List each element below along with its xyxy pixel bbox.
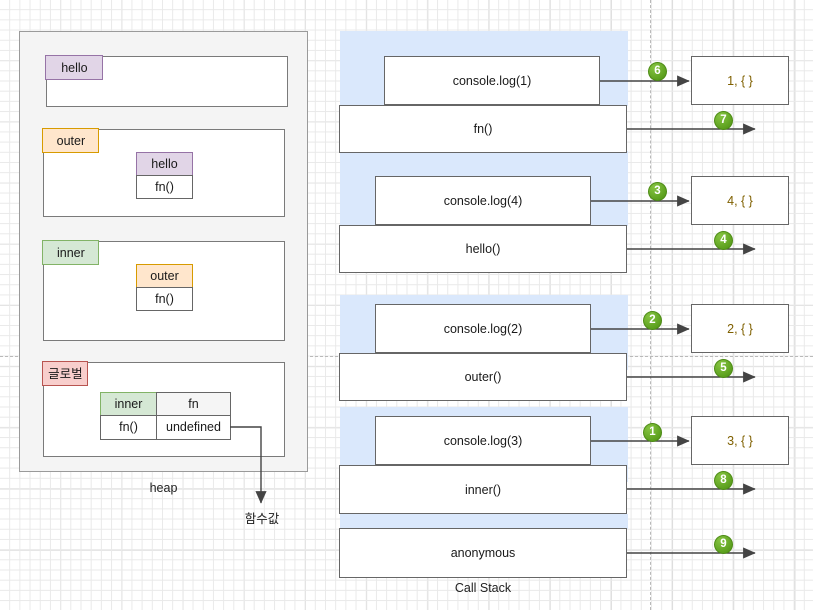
- heap-caption: heap: [149, 481, 178, 495]
- output-box-2: 4, { }: [691, 176, 789, 225]
- fn-value-label: 함수값: [244, 512, 280, 526]
- step-badge-2: 2: [643, 311, 662, 330]
- step-badge-3: 3: [648, 182, 667, 201]
- page-break-vertical: [650, 0, 651, 610]
- heap-var-key-hello: hello: [136, 152, 193, 176]
- output-box-4: 3, { }: [691, 416, 789, 465]
- heap-scope-inner: inner outer fn(): [42, 240, 285, 341]
- heap-global-header-inner: inner: [100, 392, 157, 416]
- stack-log-frame-1: console.log(1): [384, 56, 600, 105]
- heap-scope-hello: hello: [45, 55, 288, 107]
- heap-global-value-undefined: undefined: [156, 415, 231, 440]
- stack-frame-inner: inner(): [339, 465, 627, 514]
- heap-scope-global: 글로벌 inner fn fn() undefined: [42, 361, 285, 457]
- stack-band-5: [340, 514, 628, 529]
- heap-var-value-hello: fn(): [136, 175, 193, 199]
- call-stack-caption: Call Stack: [454, 581, 512, 595]
- heap-scope-outer: outer hello fn(): [42, 128, 285, 217]
- output-box-1: 1, { }: [691, 56, 789, 105]
- scope-label-inner: inner: [42, 240, 100, 266]
- step-badge-6: 6: [648, 62, 667, 81]
- scope-label-hello: hello: [45, 55, 104, 81]
- step-badge-8: 8: [714, 471, 733, 490]
- scope-label-global: 글로벌: [42, 361, 89, 387]
- stack-log-frame-4: console.log(3): [375, 416, 591, 465]
- stack-log-frame-3: console.log(2): [375, 304, 591, 353]
- stack-frame-fn: fn(): [339, 105, 627, 153]
- step-badge-4: 4: [714, 231, 733, 250]
- heap-var-key-outer: outer: [136, 264, 193, 288]
- step-badge-9: 9: [714, 535, 733, 554]
- stack-frame-anonymous: anonymous: [339, 528, 627, 578]
- heap-global-value-fn-call: fn(): [100, 415, 157, 440]
- scope-label-outer: outer: [42, 128, 100, 154]
- output-box-3: 2, { }: [691, 304, 789, 353]
- step-badge-1: 1: [643, 423, 662, 442]
- step-badge-7: 7: [714, 111, 733, 130]
- step-badge-5: 5: [714, 359, 733, 378]
- stack-frame-outer: outer(): [339, 353, 627, 401]
- stack-frame-hello: hello(): [339, 225, 627, 273]
- heap-global-header-fn: fn: [156, 392, 231, 416]
- stack-log-frame-2: console.log(4): [375, 176, 591, 225]
- heap-var-value-outer: fn(): [136, 287, 193, 311]
